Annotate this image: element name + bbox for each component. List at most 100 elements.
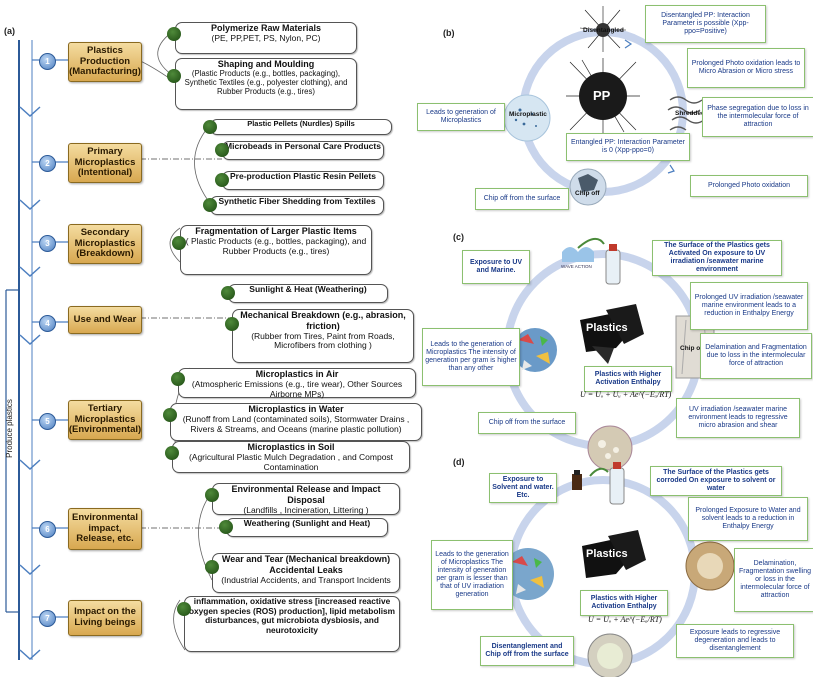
stage-2-label: Primary Microplastics (Intentional) [68,143,142,183]
note-b-photo-oxidation: Prolonged Photo oxidation [690,175,808,197]
stage-3-label: Secondary Microplastics (Breakdown) [68,224,142,264]
stage-4-label: Use and Wear [68,306,142,334]
bullet-dot [225,317,239,331]
panel-d-label: (d) [453,457,465,467]
chipoff-label-c: Chip off [680,345,705,352]
equation-c: U = Uₒ + Uᵤ + Ae^(−Eₐ/RT) [580,390,672,399]
note-d-enthalpy-reduction: Prolonged Exposure to Water and solvent … [688,497,808,541]
box-soil-text: (Agricultural Plastic Mulch Degradation … [188,451,394,472]
box-air-title: Microplastics in Air [255,369,339,379]
box-soil-title: Microplastics in Soil [247,442,335,452]
box-wear-tear-text: (Industrial Accidents, and Transport Inc… [221,574,391,585]
disentangled-image-label: Disentangled [583,27,624,34]
stage-5-label: Tertiary Microplastics (Environmental) [68,400,142,440]
plastics-center-label-d: Plastics [586,548,628,560]
panels-bcd-graphics [502,6,735,677]
note-c-micro-abrasion: UV irradiation /seawater marine environm… [676,398,800,438]
box-water-title: Microplastics in Water [248,404,344,414]
note-b-chip-off: Chip off from the surface [475,188,569,210]
box-release-title: Environmental Release and Impact Disposa… [231,484,381,505]
box-shaping-title: Shaping and Moulding [217,59,315,69]
box-resin-pellets: Pre-production Plastic Resin Pellets [222,171,384,190]
box-weathering: Weathering (Sunlight and Heat) [226,518,388,537]
panel-b-label: (b) [443,28,455,38]
note-b-photo-oxidation-abrasion: Prolonged Photo oxidation leads to Micro… [687,48,805,88]
bullet-dot [167,69,181,83]
stage-2-number: 2 [39,155,56,172]
note-d-disentanglement: Disentanglement and Chip off from the su… [480,636,574,666]
bullet-dot [215,143,229,157]
equation-d: U = Uₒ + Ae^(−Eₐ/RT) [588,615,662,624]
box-mechanical: Mechanical Breakdown (e.g., abrasion, fr… [232,309,414,363]
stage-6-label: Environmental impact, Release, etc. [68,508,142,550]
stage-3-number: 3 [39,235,56,252]
box-microbeads: Microbeads in Personal Care Products [222,141,384,160]
stage-7-label: Impact on the Living beings [68,600,142,636]
panel-a-label: (a) [4,26,15,36]
box-mechanical-text: (Rubber from Tires, Paint from Roads, Mi… [251,330,395,351]
shredded-image-label: Shredded [675,110,705,117]
note-d-surface-corroded: The Surface of the Plastics gets corrode… [650,466,782,496]
note-b-entangled: Entangled PP: Interaction Parameter is 0… [566,133,690,161]
box-fragmentation: Fragmentation of Larger Plastic Items ( … [180,225,372,275]
box-release: Environmental Release and Impact Disposa… [212,483,400,515]
box-fiber-shedding: Synthetic Fiber Shedding from Textiles [210,196,384,215]
pp-center-label: PP [593,88,611,103]
note-d-exposure-solvent: Exposure to Solvent and water. Etc. [489,473,557,503]
note-c-surface-activated: The Surface of the Plastics gets Activat… [652,240,782,276]
produce-plastics-label: Produce plastics [4,398,14,458]
bullet-dot [165,446,179,460]
stage-6-number: 6 [39,521,56,538]
bullet-dot [215,173,229,187]
note-d-generation: Leads to the generation of Microplastics… [431,540,513,610]
wave-action-label: WAVE ACTION [561,264,592,269]
bullet-dot [219,520,233,534]
note-b-microplastics: Leads to generation of Microplastics [417,103,505,131]
stage-1-number: 1 [39,53,56,70]
box-air: Microplastics in Air (Atmospheric Emissi… [178,368,416,398]
microplastic-image-label: Microplastic [509,111,547,118]
stage-4-number: 4 [39,315,56,332]
box-wear-tear: Wear and Tear (Mechanical breakdown) Acc… [212,553,400,593]
box-shaping-text: (Plastic Products (e.g., bottles, packag… [184,68,348,96]
bullet-dot [163,408,177,422]
box-polymerize-title: Polymerize Raw Materials [210,23,322,33]
chipoff-image-label: Chip off [575,190,600,197]
note-b-phase-segregation: Phase segregation due to loss in the int… [702,97,813,137]
note-d-delamination: Delamination, Fragmentation swelling or … [734,548,813,612]
box-polymerize-text: (PE, PP,PET, PS, Nylon, PC) [211,32,321,43]
note-b-disentangled: Disentangled PP: Interaction Parameter i… [645,5,766,43]
box-soil: Microplastics in Soil (Agricultural Plas… [172,441,410,473]
box-water: Microplastics in Water (Runoff from Land… [170,403,422,441]
note-c-enthalpy-reduction: Prolonged UV irradiation /seawater marin… [690,282,808,330]
stage-1-label: Plastics Production (Manufacturing) [68,42,142,82]
box-living-effects: inflammation, oxidative stress [increase… [184,596,400,652]
note-d-activation-enthalpy: Plastics with Higher Activation Enthalpy [580,590,668,616]
box-fragmentation-text: ( Plastic Products (e.g., bottles, packa… [185,235,367,256]
plastics-center-label-c: Plastics [586,322,628,334]
box-shaping: Shaping and Moulding (Plastic Products (… [175,58,357,110]
box-sunlight-heat: Sunlight & Heat (Weathering) [228,284,388,303]
bullet-dot [177,602,191,616]
note-d-regressive-degeneration: Exposure leads to regressive degeneratio… [676,624,794,658]
bullet-dot [205,560,219,574]
note-c-activation-enthalpy: Plastics with Higher Activation Enthalpy [584,366,672,392]
bullet-dot [171,372,185,386]
box-fragmentation-title: Fragmentation of Larger Plastic Items [195,226,357,236]
box-release-text: (Landfills , Incineration, Littering ) [243,504,369,515]
stage-5-number: 5 [39,413,56,430]
panel-c-label: (c) [453,232,464,242]
box-pellet-spills: Plastic Pellets (Nurdles) Spills [210,119,392,135]
stage-7-number: 7 [39,610,56,627]
bullet-dot [203,198,217,212]
note-c-delamination: Delamination and Fragmentation due to lo… [700,333,812,379]
box-wear-tear-title: Wear and Tear (Mechanical breakdown) Acc… [221,554,391,575]
box-polymerize: Polymerize Raw Materials (PE, PP,PET, PS… [175,22,357,54]
note-c-chip-off: Chip off from the surface [478,412,576,434]
bullet-dot [172,236,186,250]
box-mechanical-title: Mechanical Breakdown (e.g., abrasion, fr… [240,310,406,331]
box-water-text: (Runoff from Land (contaminated soils), … [182,413,410,434]
box-air-text: (Atmospheric Emissions (e.g., tire wear)… [191,378,403,399]
note-c-generation: Leads to the generation of Microplastics… [422,328,520,386]
bullet-dot [167,27,181,41]
